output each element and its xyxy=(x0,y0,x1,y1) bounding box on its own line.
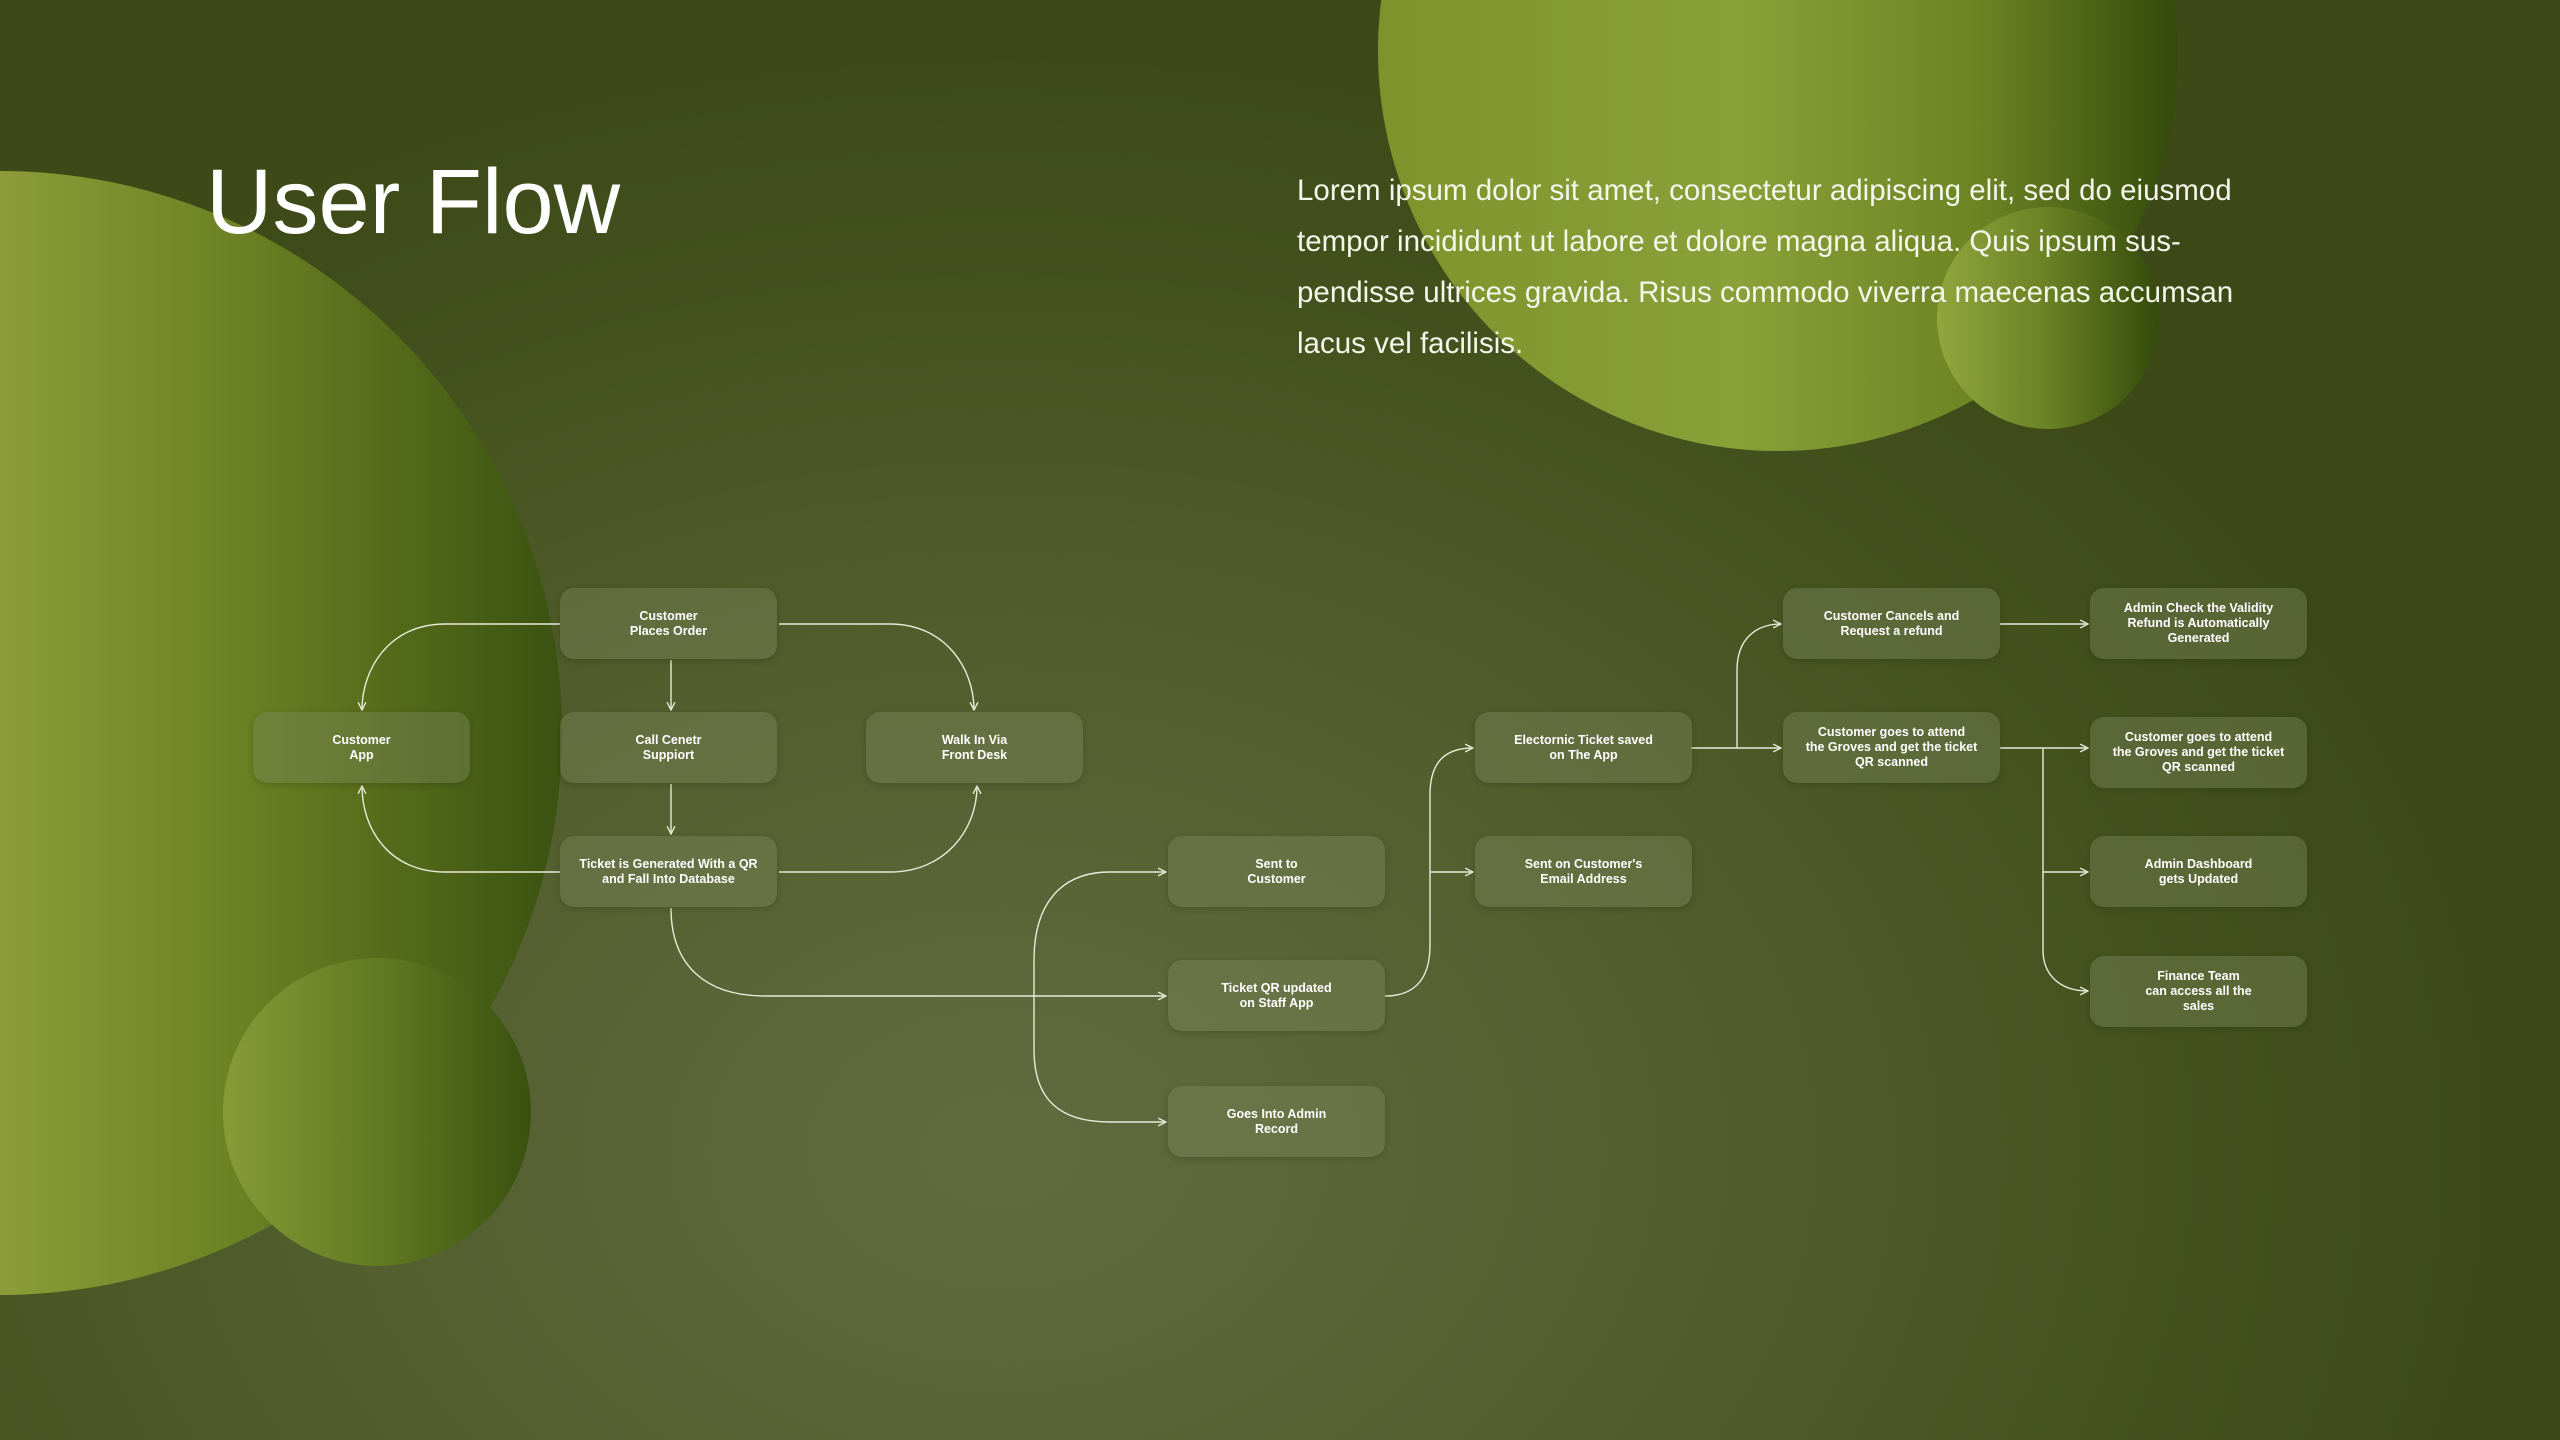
node-admin-dashboard: Admin Dashboard gets Updated xyxy=(2090,836,2307,907)
connector-branch-admin xyxy=(1033,960,1166,1122)
connector-order-to-walkin xyxy=(779,623,974,710)
node-customer-cancels: Customer Cancels and Request a refund xyxy=(1783,588,2000,659)
node-admin-record: Goes Into Admin Record xyxy=(1168,1086,1385,1157)
node-ticket-qr-updated: Ticket QR updated on Staff App xyxy=(1168,960,1385,1031)
node-sent-email: Sent on Customer's Email Address xyxy=(1475,836,1692,907)
description-text: Lorem ipsum dolor sit amet, consectetur … xyxy=(1297,174,2234,360)
node-walk-in-front-desk: Walk In Via Front Desk xyxy=(866,712,1083,783)
node-customer-places-order: Customer Places Order xyxy=(560,588,777,659)
connector-ticket-to-walkin xyxy=(779,786,977,873)
node-call-center-support: Call Cenetr Suppiort xyxy=(560,712,777,783)
connector-to-finance xyxy=(2042,872,2088,991)
node-attend-scan-2: Customer goes to attend the Groves and g… xyxy=(2090,717,2307,788)
node-finance-team: Finance Team can access all the sales xyxy=(2090,956,2307,1027)
node-ticket-generated: Ticket is Generated With a QR and Fall I… xyxy=(560,836,777,907)
node-sent-to-customer: Sent to Customer xyxy=(1168,836,1385,907)
connector-order-to-app xyxy=(362,623,560,710)
decorative-circle-small-top xyxy=(1937,207,2159,429)
connector-ticket-to-app xyxy=(362,786,560,873)
connector-branch-sent xyxy=(1033,872,1166,961)
node-admin-check-refund: Admin Check the Validity Refund is Autom… xyxy=(2090,588,2307,659)
node-attend-scan: Customer goes to attend the Groves and g… xyxy=(1783,712,2000,783)
connector-to-dashboard xyxy=(2042,748,2088,872)
connector-qr-to-electronic xyxy=(1384,748,1473,997)
page-title: User Flow xyxy=(206,151,621,253)
node-customer-app: Customer App xyxy=(253,712,470,783)
decorative-circle-small-bottom xyxy=(223,958,531,1266)
node-electronic-ticket: Electornic Ticket saved on The App xyxy=(1475,712,1692,783)
connector-ticket-to-qr xyxy=(670,907,1166,996)
connector-to-cancel xyxy=(1736,624,1781,748)
